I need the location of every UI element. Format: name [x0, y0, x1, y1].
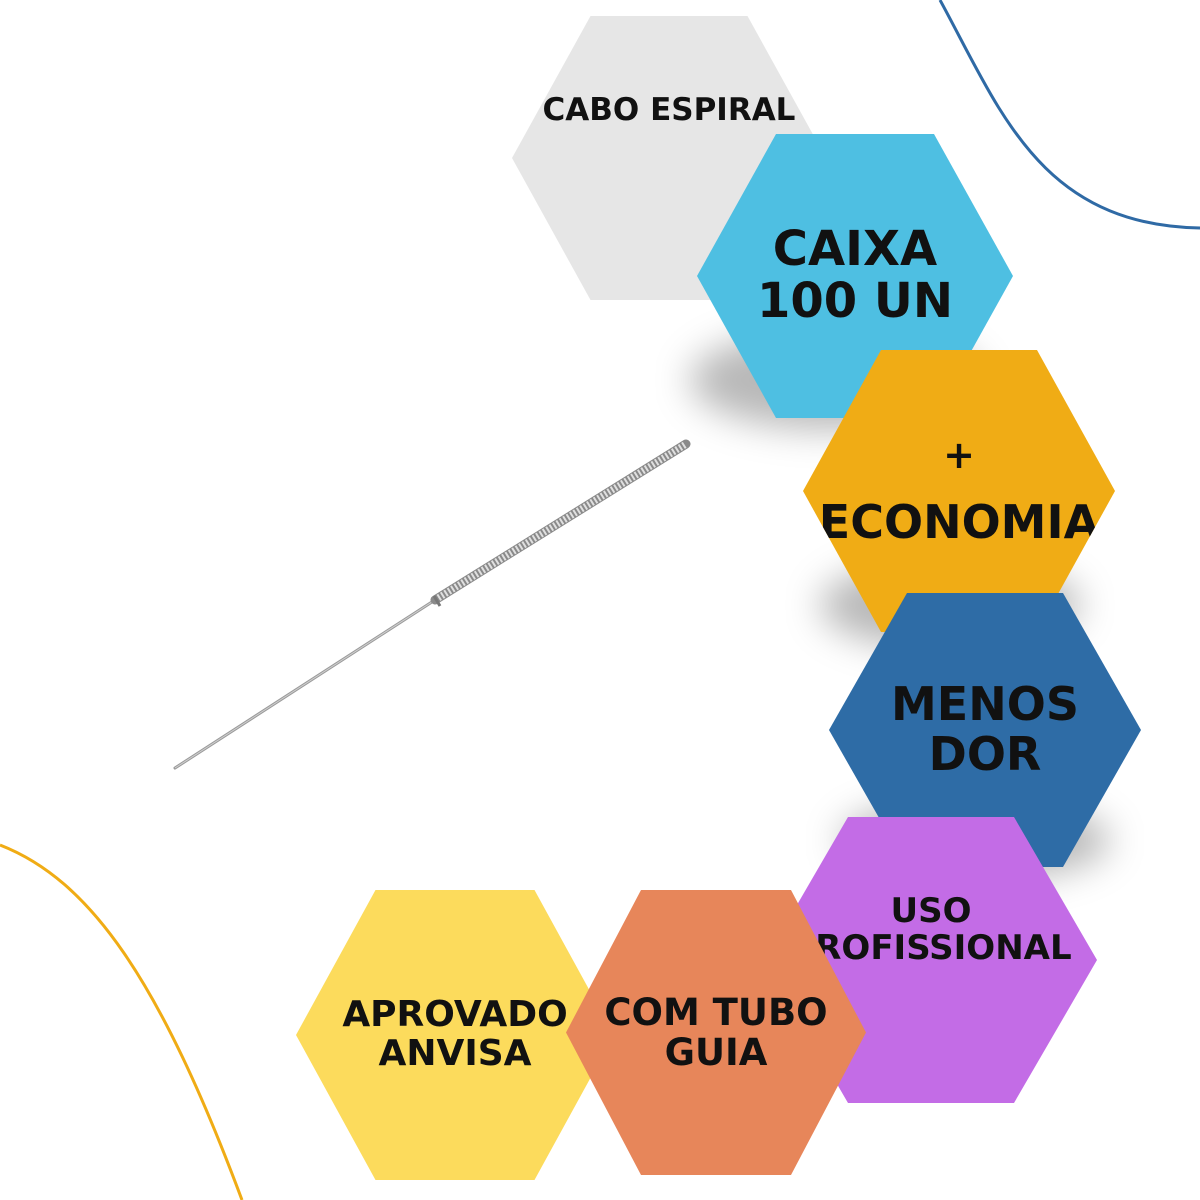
top-right-curve: [938, 0, 1200, 230]
badge-uso-line1: USO: [890, 891, 972, 931]
badge-anvisa-line1: APROVADO: [342, 994, 568, 1036]
badge-menos-dor-line2: DOR: [928, 727, 1042, 781]
badge-menos-dor-line1: MENOS: [891, 677, 1079, 732]
needle-image: [173, 439, 691, 770]
badge-economia: + ECONOMIA: [803, 350, 1115, 632]
badge-caixa-line1: CAIXA: [772, 221, 938, 278]
badge-tubo-line2: GUIA: [664, 1030, 768, 1074]
badge-economia-plus: +: [943, 432, 975, 477]
badge-uso-line2: PROFISSIONAL: [790, 927, 1072, 968]
bottom-left-curve: [0, 843, 244, 1200]
badge-anvisa-line2: ANVISA: [378, 1033, 532, 1074]
badge-economia-text: ECONOMIA: [818, 494, 1100, 549]
badge-cabo-text: CABO ESPIRAL: [542, 92, 796, 128]
badge-caixa-line2: 100 UN: [756, 273, 954, 329]
badge-tubo-guia: COM TUBO GUIA: [566, 890, 866, 1175]
badge-tubo-line1: COM TUBO: [604, 990, 828, 1034]
